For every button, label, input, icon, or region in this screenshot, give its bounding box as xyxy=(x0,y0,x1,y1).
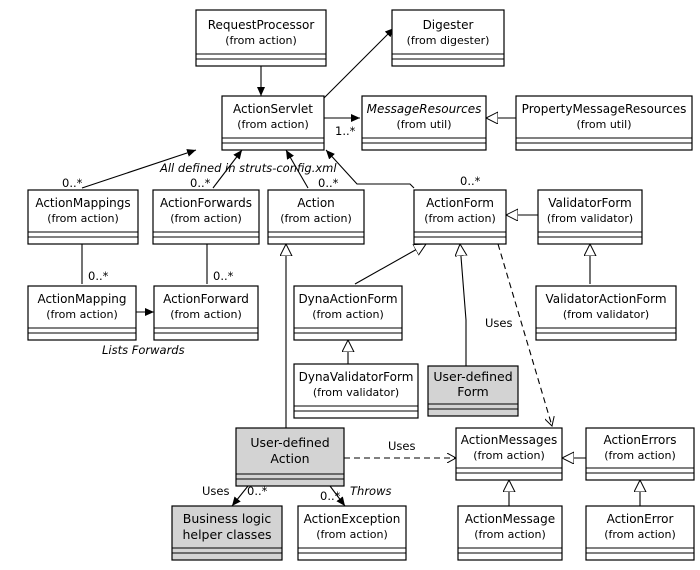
class-action-mapping[interactable]: ActionMapping (from action) xyxy=(27,285,137,341)
class-dyna-validator-form[interactable]: DynaValidatorForm (from validator) xyxy=(293,363,419,419)
class-package: (from util) xyxy=(576,118,631,131)
class-name-line2: Action xyxy=(270,451,309,466)
class-name: ActionErrors xyxy=(603,433,676,447)
edge-useraction-exception xyxy=(329,485,346,507)
class-package: (from validator) xyxy=(547,212,633,225)
class-package: (from action) xyxy=(170,212,242,225)
class-message-resources[interactable]: MessageResources (from util) xyxy=(361,95,487,151)
class-validator-action-form[interactable]: ValidatorActionForm (from validator) xyxy=(535,285,677,341)
class-action-form[interactable]: ActionForm (from action) xyxy=(413,189,507,245)
class-package: (from digester) xyxy=(407,34,490,47)
class-action-message[interactable]: ActionMessage (from action) xyxy=(457,505,563,561)
edge-actionservlet-digester xyxy=(323,27,395,99)
class-name-line1: User-defined xyxy=(250,435,329,450)
class-name: ActionMessages xyxy=(461,433,557,447)
class-name: RequestProcessor xyxy=(208,18,315,32)
label-lists-forwards: Lists Forwards xyxy=(102,343,185,357)
edge-actionmappings-actionservlet xyxy=(81,149,197,189)
label-uses-business: Uses xyxy=(202,484,229,498)
edge-actionforwards-actionservlet xyxy=(212,149,243,189)
class-package: (from action) xyxy=(46,308,118,321)
class-user-defined-form[interactable]: User-defined Form xyxy=(427,365,519,417)
class-property-message-resources[interactable]: PropertyMessageResources (from util) xyxy=(515,95,693,151)
multiplicity-message-resources: 1..* xyxy=(335,124,356,138)
class-dyna-action-form[interactable]: DynaActionForm (from action) xyxy=(293,285,403,341)
edge-useraction-business xyxy=(231,485,249,507)
class-name-line2: Form xyxy=(457,384,489,399)
class-package: (from util) xyxy=(396,118,451,131)
edges xyxy=(81,27,640,507)
class-action-exception[interactable]: ActionException (from action) xyxy=(297,505,407,561)
multiplicity-form: 0..* xyxy=(460,174,481,188)
class-package: (from action) xyxy=(316,528,388,541)
class-package: (from validator) xyxy=(313,386,399,399)
class-name: PropertyMessageResources xyxy=(522,102,687,116)
class-package: (from action) xyxy=(280,212,352,225)
multiplicity-action: 0..* xyxy=(318,176,339,190)
edge-actionform-uses-actionmessages xyxy=(497,243,552,426)
class-package: (from action) xyxy=(237,118,309,131)
multiplicity-exception: 0..* xyxy=(320,489,341,503)
class-name: ActionForm xyxy=(426,196,494,210)
multiplicity-business: 0..* xyxy=(247,484,268,498)
label-uses-form-messages: Uses xyxy=(485,316,512,330)
class-name: MessageResources xyxy=(367,102,482,116)
multiplicity-mappings: 0..* xyxy=(62,176,83,190)
class-name-line1: Business logic xyxy=(183,511,272,526)
edge-userform-actionform xyxy=(460,244,466,366)
class-name: ValidatorForm xyxy=(548,196,631,210)
class-name: DynaValidatorForm xyxy=(299,370,414,384)
class-package: (from action) xyxy=(225,34,297,47)
class-action-forward[interactable]: ActionForward (from action) xyxy=(153,285,259,341)
class-package: (from action) xyxy=(604,528,676,541)
class-validator-form[interactable]: ValidatorForm (from validator) xyxy=(537,189,643,245)
class-action-errors[interactable]: ActionErrors (from action) xyxy=(585,427,695,481)
multiplicity-mapping-aggregation: 0..* xyxy=(88,269,109,283)
class-name: Action xyxy=(297,196,335,210)
class-user-defined-action[interactable]: User-defined Action xyxy=(235,427,345,487)
class-package: (from action) xyxy=(474,528,546,541)
label-uses-action-messages: Uses xyxy=(388,439,415,453)
class-name: ActionMapping xyxy=(37,292,126,306)
class-package: (from action) xyxy=(312,308,384,321)
class-action-mappings[interactable]: ActionMappings (from action) xyxy=(27,189,139,245)
class-action-messages[interactable]: ActionMessages (from action) xyxy=(455,427,563,481)
edge-actionform-actionservlet xyxy=(325,149,415,189)
edge-dynaactionform-actionform xyxy=(354,244,426,285)
multiplicity-forward-aggregation: 0..* xyxy=(213,269,234,283)
class-package: (from validator) xyxy=(563,308,649,321)
class-name: ActionException xyxy=(304,512,401,526)
class-action-servlet[interactable]: ActionServlet (from action) xyxy=(221,95,325,151)
class-package: (from action) xyxy=(604,449,676,462)
class-digester[interactable]: Digester (from digester) xyxy=(391,9,505,67)
class-name: DynaActionForm xyxy=(298,292,397,306)
class-name-line2: helper classes xyxy=(182,527,271,542)
class-name: ActionMessage xyxy=(465,512,555,526)
class-package: (from action) xyxy=(424,212,496,225)
class-package: (from action) xyxy=(170,308,242,321)
class-name: ActionMappings xyxy=(35,196,130,210)
class-request-processor[interactable]: RequestProcessor (from action) xyxy=(195,9,327,67)
class-name: ActionForward xyxy=(163,292,249,306)
class-package: (from action) xyxy=(473,449,545,462)
label-throws: Throws xyxy=(350,484,391,498)
class-name-line1: User-defined xyxy=(433,369,512,384)
edge-action-actionservlet xyxy=(285,149,309,189)
edge-labels: 1..* All defined in struts-config.xml 0.… xyxy=(62,124,512,503)
multiplicity-forwards: 0..* xyxy=(190,176,211,190)
class-action-forwards[interactable]: ActionForwards (from action) xyxy=(152,189,260,245)
class-business-logic-helpers[interactable]: Business logic helper classes xyxy=(171,505,283,561)
class-package: (from action) xyxy=(47,212,119,225)
note-all-defined: All defined in struts-config.xml xyxy=(159,161,337,175)
class-name: ValidatorActionForm xyxy=(545,292,666,306)
class-name: ActionServlet xyxy=(233,102,313,116)
class-name: ActionForwards xyxy=(160,196,252,210)
class-action-error[interactable]: ActionError (from action) xyxy=(585,505,695,561)
class-name: ActionError xyxy=(607,512,674,526)
class-action[interactable]: Action (from action) xyxy=(267,189,365,245)
class-name: Digester xyxy=(423,18,474,32)
